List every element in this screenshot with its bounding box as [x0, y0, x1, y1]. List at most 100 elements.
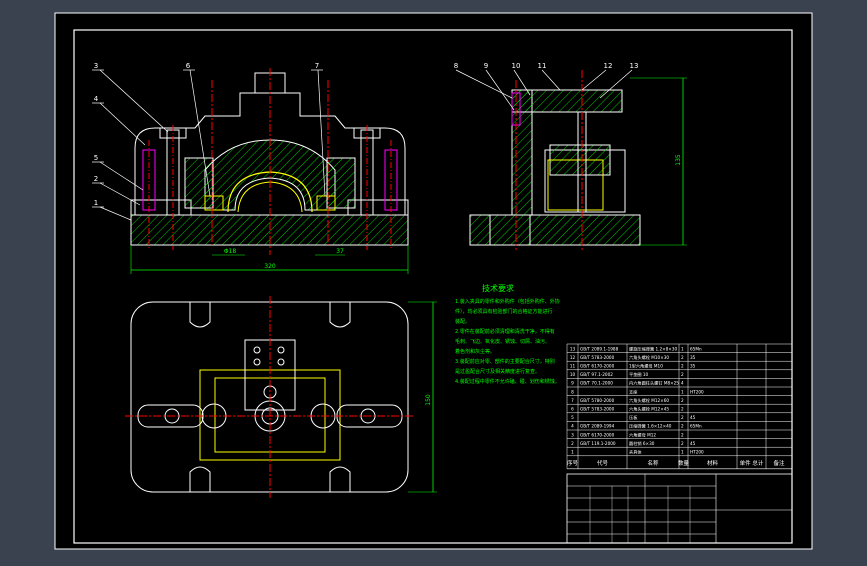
bom-cell: 13 — [570, 346, 576, 351]
bom-cell: 1型六角螺母 M10 — [629, 363, 663, 370]
notes-line-3: 装配。 — [455, 318, 470, 325]
bom-cell: 1 — [681, 389, 684, 394]
notes-line-5: 毛刺、飞边、氧化皮、锈蚀、切屑、油污、 — [455, 338, 550, 345]
bom-cell: GB/T 5780-2000 — [580, 398, 615, 403]
bom-cell: 2 — [681, 372, 684, 377]
notes-line-4: 2.零件在装配前必须清理和清洗干净，不得有 — [455, 328, 555, 335]
right-bolt — [353, 125, 398, 250]
top-bolt-4 — [277, 358, 285, 366]
bom-cell: 2 — [681, 424, 684, 429]
notes-line-8: 是过盈配合尺寸及相关精度进行复查。 — [455, 368, 540, 375]
bom-cell: GB/T 70.1-2000 — [580, 381, 613, 386]
bom-cell: 圆柱销 6×30 — [629, 440, 655, 447]
balloon-6: 6 — [186, 62, 191, 70]
bom-cell: GB/T 2089-1994 — [580, 424, 615, 429]
bom-cell: 2 — [681, 364, 684, 369]
bom-cell: 内六角圆柱头螺钉 M8×25 — [629, 380, 679, 387]
bom-cell: GB/T 6170-2000 — [580, 432, 615, 437]
balloon-2: 2 — [94, 175, 98, 183]
bom-header-cell: 名称 — [647, 459, 659, 467]
bom-cell: 螺旋压缩弹簧 1.2×8×30 — [629, 345, 677, 352]
balloon-3: 3 — [94, 62, 98, 70]
slot-top-left — [189, 302, 211, 328]
bom-cell: 65Mn — [690, 346, 702, 351]
balloon-8: 8 — [454, 62, 458, 70]
bom-cell: 2 — [681, 432, 684, 437]
bom-cell: 1 — [571, 450, 574, 455]
bom-header-cell: 数量 — [678, 459, 690, 467]
front-balloons: 3 4 5 2 1 6 7 — [92, 62, 326, 221]
bom-cell: 10 — [570, 372, 576, 377]
balloon-1: 1 — [94, 199, 98, 207]
bom-cell: 2 — [681, 415, 684, 420]
top-view: 150 — [125, 296, 437, 498]
bom-header-cell: 材料 — [707, 459, 719, 467]
bom-cell: 9 — [571, 381, 574, 386]
dim-bottom-text: 320 — [264, 263, 276, 270]
notes-line-2: 件），均必须具有检验部门的合格证方能进行 — [455, 308, 553, 315]
bom-header-cell: 单件 总计 — [740, 459, 764, 467]
bom-cell: 六角头螺栓 M10×30 — [629, 354, 669, 361]
balloon-4: 4 — [94, 95, 99, 103]
bom-cell: 支座 — [629, 388, 637, 395]
bom-cell: 35 — [690, 364, 696, 369]
bom-cell: GB/T 5783-2000 — [580, 355, 615, 360]
bom-header-cell: 序号 — [567, 459, 579, 467]
dim-left-small-text: Φ18 — [224, 248, 237, 255]
bom-cell: 夹具体 — [629, 449, 642, 456]
bom-cell: 压缩弹簧 1.6×12×40 — [629, 423, 672, 430]
slot-top-right — [329, 302, 351, 328]
left-nut — [204, 195, 224, 211]
bom-cell: 45 — [690, 415, 696, 420]
bom-cell: GB/T 97.1-2002 — [580, 372, 613, 377]
bom-header-cell: 备注 — [773, 459, 785, 467]
drawing-frame — [73, 29, 793, 544]
bom-cell: 六角头螺栓 M12×60 — [629, 397, 669, 404]
balloon-10: 10 — [512, 62, 521, 70]
bom-cell: HT200 — [690, 450, 704, 455]
front-view: 320 Φ18 37 — [130, 68, 409, 274]
bom-cell: GB/T 119.1-2000 — [580, 441, 616, 446]
slot-bottom-left — [189, 466, 211, 492]
bom-cell: 六角螺母 M12 — [629, 431, 656, 438]
right-nut — [316, 195, 336, 211]
bom-cell: 2 — [681, 441, 684, 446]
bom-cell: 六角头螺栓 M12×45 — [629, 406, 669, 413]
bom-cell: 8 — [571, 389, 574, 394]
top-bolt-1 — [253, 346, 261, 354]
right-support — [326, 157, 356, 209]
slot-bottom-right — [329, 466, 351, 492]
bom-cell: 3 — [571, 432, 574, 437]
title-block — [566, 473, 793, 544]
side-yellow-part — [547, 159, 604, 211]
technical-notes: 技术要求 1.装入夹具的零件和外购件（包括外购件、外协 件），均必须具有检验部门… — [455, 283, 560, 385]
side-view: 135 — [469, 70, 687, 250]
side-base-inner — [489, 214, 531, 246]
bom-cell: 2 — [681, 355, 684, 360]
balloon-11: 11 — [538, 62, 547, 70]
bom-cell: 平垫圈 10 — [629, 371, 649, 378]
notes-line-6: 着色剂和灰尘等。 — [455, 348, 495, 355]
notes-line-1: 1.装入夹具的零件和外购件（包括外购件、外协 — [455, 298, 560, 305]
bom-cell: 35 — [690, 355, 696, 360]
bom-cell: 压板 — [629, 414, 638, 421]
notes-line-7: 3.装配前应对零、部件的主要配合尺寸，特别 — [455, 358, 555, 365]
bom-cell: GB/T 5783-2000 — [580, 407, 615, 412]
bom-cell: 6 — [571, 407, 574, 412]
side-base — [469, 214, 641, 246]
left-bolt — [142, 125, 187, 250]
bom-cell: HT200 — [690, 389, 704, 394]
bom-cell: GB/T 2089.1-1988 — [580, 346, 619, 351]
side-dim-text: 135 — [675, 154, 682, 166]
balloon-5: 5 — [94, 154, 98, 162]
bom-cell: 11 — [570, 364, 576, 369]
notes-line-9: 4.装配过程中零件不允许磕、碰、划伤和锈蚀。 — [455, 378, 560, 385]
balloon-13: 13 — [630, 62, 639, 70]
bom-cell: 12 — [570, 355, 576, 360]
bom-cell: 2 — [571, 441, 574, 446]
bom-cell: GB/T 6170-2000 — [580, 364, 615, 369]
bom-cell: 7 — [571, 398, 574, 403]
